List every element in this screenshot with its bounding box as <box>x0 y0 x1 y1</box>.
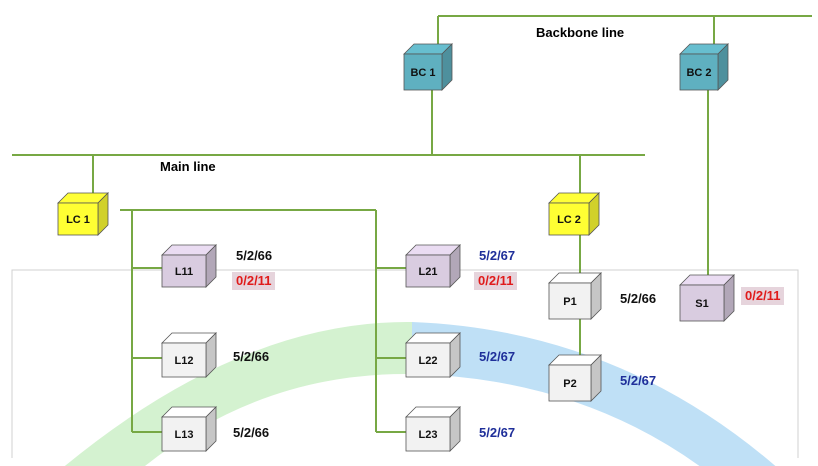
cube-l23: L23 <box>405 406 461 452</box>
cube-l13-label: L13 <box>175 429 194 441</box>
arc-green <box>64 321 412 466</box>
cube-bc1: BC 1 <box>403 43 453 91</box>
cube-l12-label: L12 <box>175 355 194 367</box>
address-l11: 5/2/66 <box>236 248 273 263</box>
address-p2: 5/2/67 <box>620 373 657 388</box>
cube-lc2-face <box>548 202 590 236</box>
address-l21-alt: 0/2/11 <box>474 272 518 290</box>
cube-l21: L21 <box>405 244 461 288</box>
cube-l21-face <box>405 254 451 288</box>
address-l22: 5/2/67 <box>479 349 516 364</box>
cube-p1-label: P1 <box>563 296 576 308</box>
cube-p2-label: P2 <box>563 378 576 390</box>
cube-l21-label: L21 <box>419 266 438 278</box>
cube-l13: L13 <box>161 406 217 452</box>
address-l21: 5/2/67 <box>479 248 516 263</box>
cube-lc1: LC 1 <box>57 192 109 236</box>
cube-bc2: BC 2 <box>679 43 729 91</box>
main-line-label: Main line <box>160 159 216 174</box>
cube-l12-face <box>161 342 207 378</box>
cube-s1-face <box>679 284 725 322</box>
cube-lc1-face <box>57 202 99 236</box>
address-l23: 5/2/67 <box>479 425 516 440</box>
address-l12: 5/2/66 <box>233 349 270 364</box>
address-p1: 5/2/66 <box>620 291 657 306</box>
cube-l11-label: L11 <box>175 266 193 278</box>
cube-l11: L11 <box>161 244 217 288</box>
cube-s1: S1 <box>679 274 735 322</box>
cube-l12: L12 <box>161 332 217 378</box>
cube-p1: P1 <box>548 272 602 320</box>
backbone-line-label: Backbone line <box>536 25 625 40</box>
address-l13: 5/2/66 <box>233 425 270 440</box>
cube-l23-face <box>405 416 451 452</box>
cube-l23-label: L23 <box>419 429 438 441</box>
cube-p2-face <box>548 364 592 402</box>
cube-l22-face <box>405 342 451 378</box>
cube-bc2-label: BC 2 <box>686 67 711 79</box>
cube-bc1-label: BC 1 <box>410 67 435 79</box>
cube-lc2-label: LC 2 <box>557 214 581 226</box>
cube-l22: L22 <box>405 332 461 378</box>
cube-l13-face <box>161 416 207 452</box>
cube-p2: P2 <box>548 354 602 402</box>
cube-s1-label: S1 <box>695 298 708 310</box>
cube-p1-face <box>548 282 592 320</box>
address-s1-alt: 0/2/11 <box>741 287 785 305</box>
cube-l22-label: L22 <box>419 355 438 367</box>
cube-l11-face <box>161 254 207 288</box>
installation-frame <box>11 269 799 458</box>
cube-bc1-face <box>403 53 443 91</box>
address-l11-alt: 0/2/11 <box>232 272 276 290</box>
cube-lc1-label: LC 1 <box>66 214 90 226</box>
cube-bc2-face <box>679 53 719 91</box>
cube-lc2: LC 2 <box>548 192 600 236</box>
